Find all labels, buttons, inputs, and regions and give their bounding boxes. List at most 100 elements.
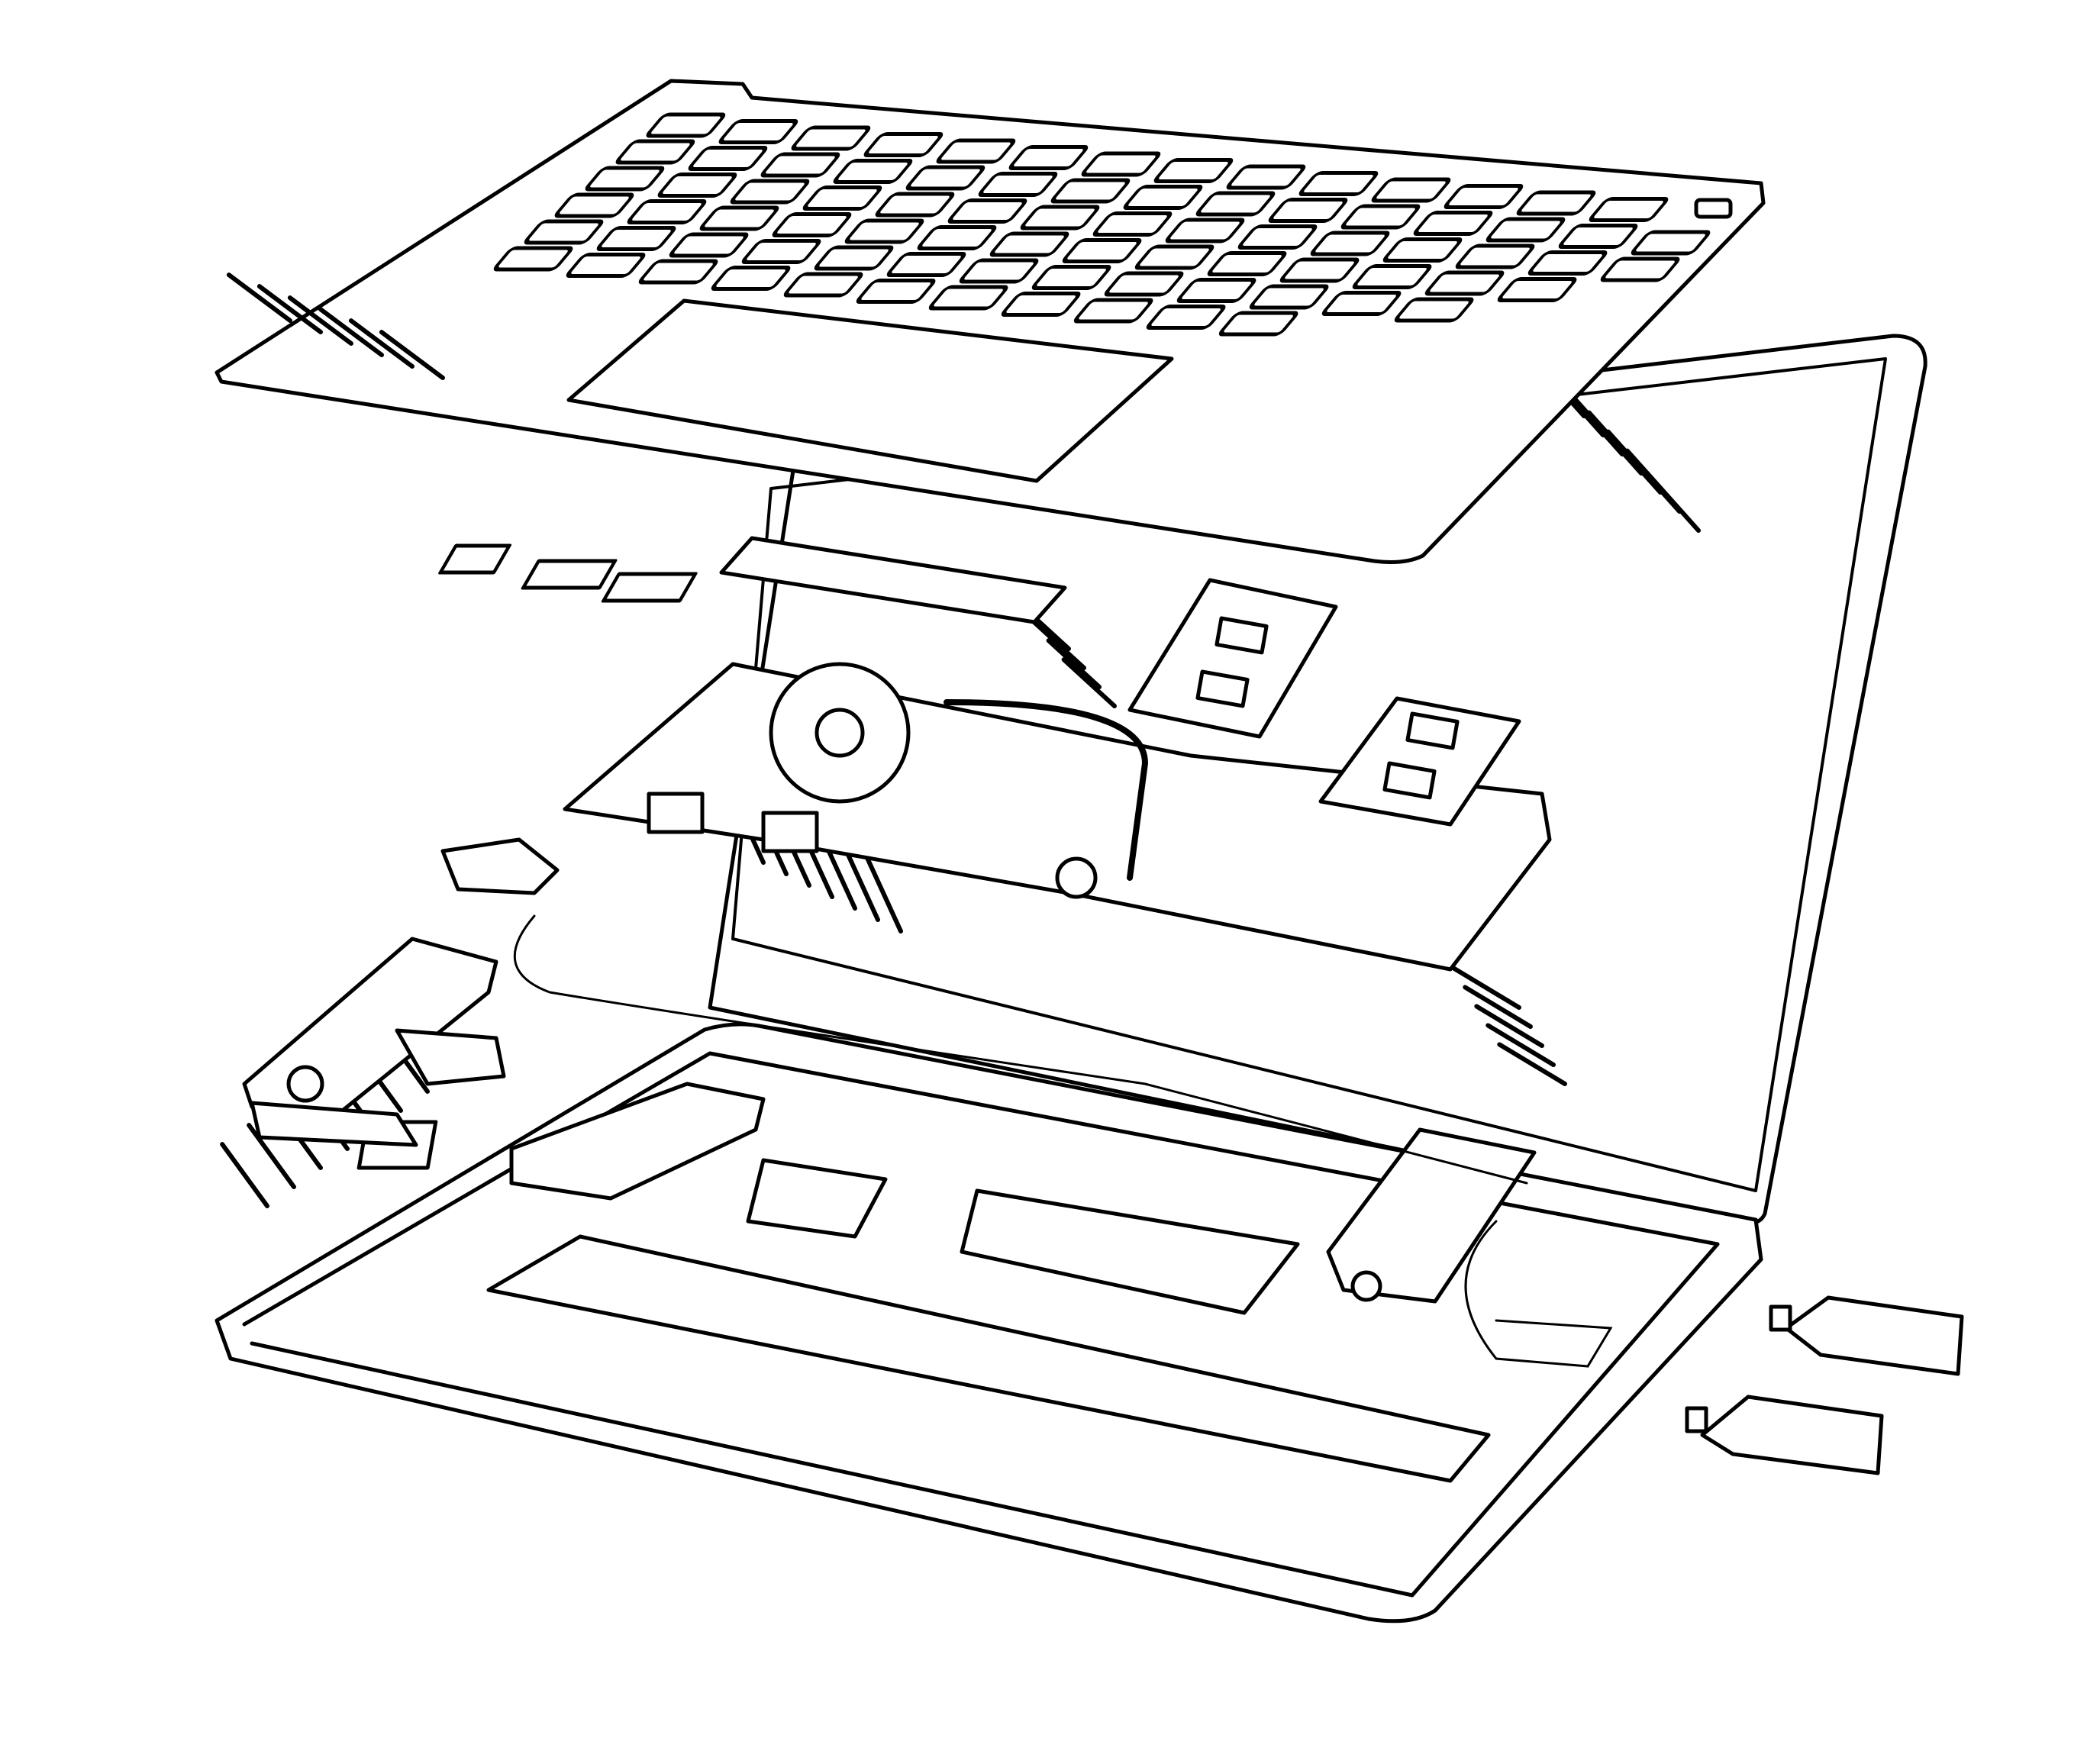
hatch-line (1031, 619, 1086, 670)
key (1207, 251, 1287, 276)
ram-module-1 (1127, 578, 1338, 739)
key (1062, 238, 1142, 263)
hatch-line (379, 330, 445, 380)
key (596, 226, 676, 251)
key (989, 231, 1069, 257)
key (814, 245, 894, 271)
key (1340, 204, 1421, 230)
key (1424, 270, 1505, 296)
key (1249, 284, 1329, 310)
key (1146, 305, 1226, 330)
key (524, 219, 604, 245)
key (1631, 230, 1711, 256)
key (791, 125, 871, 151)
key (711, 266, 791, 291)
key (1165, 218, 1245, 243)
key (493, 246, 573, 272)
keyboard-keys (493, 112, 1711, 337)
key (615, 139, 695, 165)
io-daughterboard (440, 837, 1528, 1185)
hatch-line (226, 272, 292, 323)
key (1371, 177, 1451, 203)
palmrest-hatching (226, 272, 445, 380)
key (978, 172, 1058, 197)
key (566, 253, 646, 278)
key (1092, 211, 1173, 237)
key (1298, 171, 1379, 196)
key (1352, 264, 1432, 289)
hatch-line (318, 307, 384, 357)
palmrest-keyboard (215, 79, 1766, 564)
key (1394, 297, 1474, 323)
key (905, 165, 985, 191)
key (1081, 151, 1161, 177)
hatch-line (1497, 1042, 1567, 1086)
key (1104, 271, 1184, 297)
key (1031, 265, 1111, 290)
key (1134, 244, 1215, 270)
key (833, 159, 913, 184)
key (669, 232, 749, 258)
key (657, 173, 737, 198)
key (1600, 256, 1680, 282)
key (1001, 292, 1081, 317)
key (1176, 278, 1256, 303)
key (1153, 158, 1234, 183)
key (1268, 198, 1348, 223)
key (730, 179, 810, 205)
key (585, 166, 665, 192)
hatch-line (1624, 448, 1701, 533)
key (928, 285, 1008, 311)
usb-drive-1 (1769, 1295, 1964, 1376)
key (718, 119, 798, 144)
ssd-module (438, 536, 1067, 624)
key (1382, 237, 1463, 263)
power-button (1694, 198, 1733, 219)
key (1485, 217, 1566, 243)
trackpad (566, 298, 1174, 483)
key (1455, 243, 1535, 269)
key (947, 198, 1027, 224)
hatch-line (1485, 1023, 1556, 1067)
key (783, 272, 863, 298)
key (772, 212, 852, 237)
key (1226, 164, 1306, 190)
key (741, 239, 821, 264)
hatch-line (287, 295, 353, 346)
key (863, 132, 944, 157)
hatch-line (1046, 638, 1102, 689)
hatch-line (1463, 985, 1533, 1029)
key (1008, 145, 1089, 170)
key (936, 138, 1016, 164)
key (1195, 191, 1276, 217)
usb-drive-2 (1685, 1395, 1884, 1475)
key (554, 192, 634, 218)
key (1321, 291, 1402, 316)
key (1237, 224, 1318, 250)
key (1050, 178, 1131, 204)
hatch-line (1474, 1004, 1544, 1048)
hatch-line (1061, 657, 1117, 708)
key (1527, 250, 1608, 276)
hatch-line (348, 318, 415, 369)
key (917, 225, 997, 250)
key (1516, 190, 1596, 216)
key (760, 152, 840, 178)
key (646, 112, 726, 138)
key (1558, 224, 1638, 249)
key (1218, 311, 1298, 337)
key (1073, 298, 1153, 324)
hatch-line (1451, 966, 1521, 1010)
motherboard (563, 662, 1552, 972)
key (688, 146, 768, 171)
key (1310, 231, 1390, 256)
key (886, 252, 966, 277)
key (802, 185, 882, 211)
hatch-line (247, 1123, 296, 1189)
key (959, 258, 1039, 284)
key (1444, 184, 1524, 209)
speaker-left (242, 937, 506, 1147)
key (638, 259, 718, 285)
key (1589, 197, 1669, 222)
